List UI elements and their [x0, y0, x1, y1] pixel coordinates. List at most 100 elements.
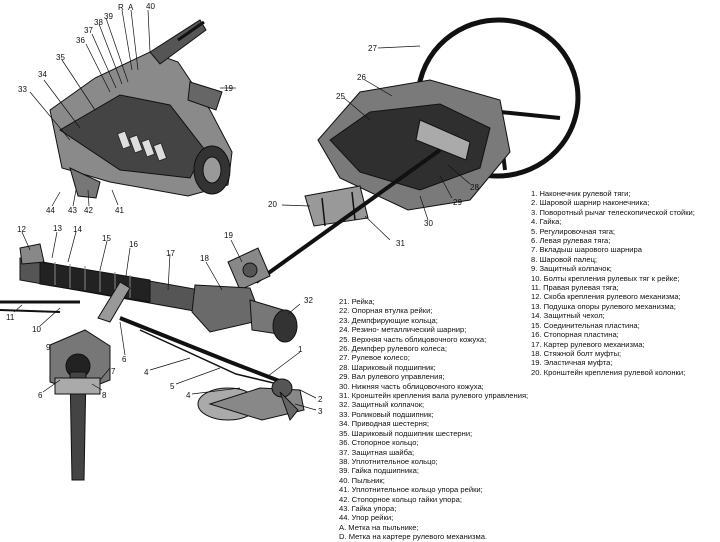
- legend-item: 21. Рейка;: [339, 297, 375, 306]
- steering-rack: [19, 243, 298, 343]
- callout-42: 42: [84, 206, 93, 215]
- column-bracket: [304, 185, 369, 227]
- callout-1: 1: [298, 345, 303, 354]
- callout-28: 28: [470, 183, 479, 192]
- legend-item: 41. Уплотнительное кольцо упора рейки;: [339, 485, 483, 495]
- legend-item: 5. Регулировочная тяга;: [531, 226, 616, 236]
- legend-item: 20. Кронштейн крепления рулевой колонки;: [531, 367, 686, 377]
- callout-10: 10: [32, 325, 41, 334]
- legend-item: 25. Верхняя часть облицовочного кожуха;: [339, 334, 487, 344]
- legend-item: 6. Левая рулевая тяга;: [531, 236, 611, 246]
- callout-30: 30: [424, 219, 433, 228]
- legend-item: 35. Шариковый подшипник шестерни;: [339, 428, 473, 438]
- legend-item: 26. Демпфер рулевого колеса;: [339, 344, 447, 354]
- legend-item: 43. Гайка упора;: [339, 503, 397, 513]
- legend-item: 40. Пыльник;: [339, 475, 385, 485]
- inset-gear-cutaway: [49, 19, 233, 199]
- legend-item: 31. Кронштейн крепления вала рулевого уп…: [339, 391, 529, 401]
- legend-item: 16. Стопорная пластина;: [531, 330, 619, 340]
- callout-12: 12: [17, 225, 26, 234]
- callout-44: 44: [46, 206, 55, 215]
- callout-41: 41: [115, 206, 124, 215]
- legend-item: 27. Рулевое колесо;: [339, 353, 410, 363]
- steering-shaft: [254, 148, 442, 284]
- legend-item: 2. Шаровой шарнир наконечника;: [531, 198, 650, 208]
- callout-6: 6: [38, 391, 43, 400]
- callout-29: 29: [453, 198, 462, 207]
- callout-18: 18: [200, 254, 209, 263]
- callout-26: 26: [357, 73, 366, 82]
- legend-item: 18. Стяжной болт муфты;: [531, 348, 622, 358]
- legend-item: 15. Соединительная пластина;: [531, 320, 640, 330]
- callout-14: 14: [73, 225, 82, 234]
- inset-ball-joint: [49, 329, 111, 481]
- callout-35: 35: [56, 53, 65, 62]
- legend-item: 44. Упор рейки;: [339, 513, 394, 523]
- legend-item: 29. Вал рулевого управления;: [339, 372, 445, 382]
- legend-item: 10. Болты крепления рулевых тяг к рейке;: [531, 273, 680, 283]
- callout-4b: 4: [186, 391, 191, 400]
- callout-R: R: [118, 3, 124, 12]
- legend-item: 12. Скоба крепления рулевого механизма;: [531, 292, 681, 302]
- legend-item: D. Метка на картере рулевого механизма.: [339, 532, 488, 542]
- leader-lines: [13, 9, 471, 411]
- elastic-coupling: [227, 247, 271, 291]
- callout-19-inset: 19: [224, 84, 233, 93]
- legend-item: 9. Защитный колпачок;: [531, 264, 612, 274]
- callout-32: 32: [304, 296, 313, 305]
- legend-item: 36. Стопорное кольцо;: [339, 438, 419, 448]
- tie-rod-end-and-arm: [197, 378, 305, 422]
- legend-item: A. Метка на пыльнике;: [339, 522, 419, 532]
- callout-20: 20: [268, 200, 277, 209]
- callout-25: 25: [336, 92, 345, 101]
- callout-4: 4: [144, 368, 149, 377]
- legend-item: 32. Защитный колпачок;: [339, 400, 425, 410]
- callout-31: 31: [396, 239, 405, 248]
- callout-11: 11: [6, 313, 15, 322]
- legend-item: 13. Подушка опоры рулевого механизма;: [531, 301, 676, 311]
- legend-bottom: 21. Рейка;22. Опорная втулка рейки;23. Д…: [339, 297, 528, 542]
- callout-33: 33: [18, 85, 27, 94]
- callout-38: 38: [94, 18, 103, 27]
- callout-3: 3: [318, 407, 323, 416]
- legend-item: 37. Защитная шайба;: [339, 447, 415, 457]
- legend-item: 24. Резино- металлический шарнир;: [339, 325, 467, 335]
- callout-2: 2: [318, 395, 323, 404]
- legend-item: 42. Стопорное кольцо гайки упора;: [339, 494, 462, 504]
- legend-item: 33. Роликовый подшипник;: [339, 409, 434, 419]
- legend-item: 4. Гайка;: [531, 217, 562, 227]
- steering-diagram: 33 34 35 36 37 38 39 R A 40 19 44 43 42 …: [0, 2, 581, 481]
- callout-8: 8: [102, 391, 107, 400]
- legend-item: 17. Картер рулевого механизма;: [531, 339, 645, 349]
- callout-43: 43: [68, 206, 77, 215]
- callout-39: 39: [104, 12, 113, 21]
- callout-9: 9: [46, 343, 51, 352]
- callout-7: 7: [111, 367, 116, 376]
- legend-item: 14. Защитный чехол;: [531, 311, 605, 321]
- legend-item: 19. Эластичная муфта;: [531, 358, 613, 368]
- legend-item: 30. Нижняя часть облицовочного кожуха;: [339, 381, 484, 391]
- callout-40: 40: [146, 2, 155, 11]
- legend-item: 7. Вкладыш шарового шарнира: [531, 245, 642, 255]
- callout-13: 13: [53, 224, 62, 233]
- callout-17: 17: [166, 249, 175, 258]
- callout-19: 19: [224, 231, 233, 240]
- legend-item: 8. Шаровой палец;: [531, 254, 598, 264]
- legend-item: 34. Приводная шестерня;: [339, 419, 430, 429]
- legend-item: 1. Наконечник рулевой тяги;: [531, 189, 631, 198]
- legend-right: 1. Наконечник рулевой тяги;2. Шаровой ша…: [531, 189, 695, 377]
- callout-6-rack: 6: [122, 355, 127, 364]
- legend-item: 22. Опорная втулка рейки;: [339, 306, 433, 316]
- legend-item: 3. Поворотный рычаг телескопической стой…: [531, 207, 695, 217]
- callout-15: 15: [102, 234, 111, 243]
- callout-34: 34: [38, 70, 47, 79]
- callout-37: 37: [84, 26, 93, 35]
- callout-5: 5: [170, 382, 175, 391]
- legend-item: 38. Уплотнительное кольцо;: [339, 456, 438, 466]
- tie-rods: [0, 300, 287, 387]
- legend-item: 39. Гайка подшипника;: [339, 466, 419, 476]
- legend-item: 11. Правая рулевая тяга;: [531, 283, 619, 293]
- callout-36: 36: [76, 36, 85, 45]
- callout-27: 27: [368, 44, 377, 53]
- legend-item: 28. Шариковый подшипник;: [339, 362, 436, 372]
